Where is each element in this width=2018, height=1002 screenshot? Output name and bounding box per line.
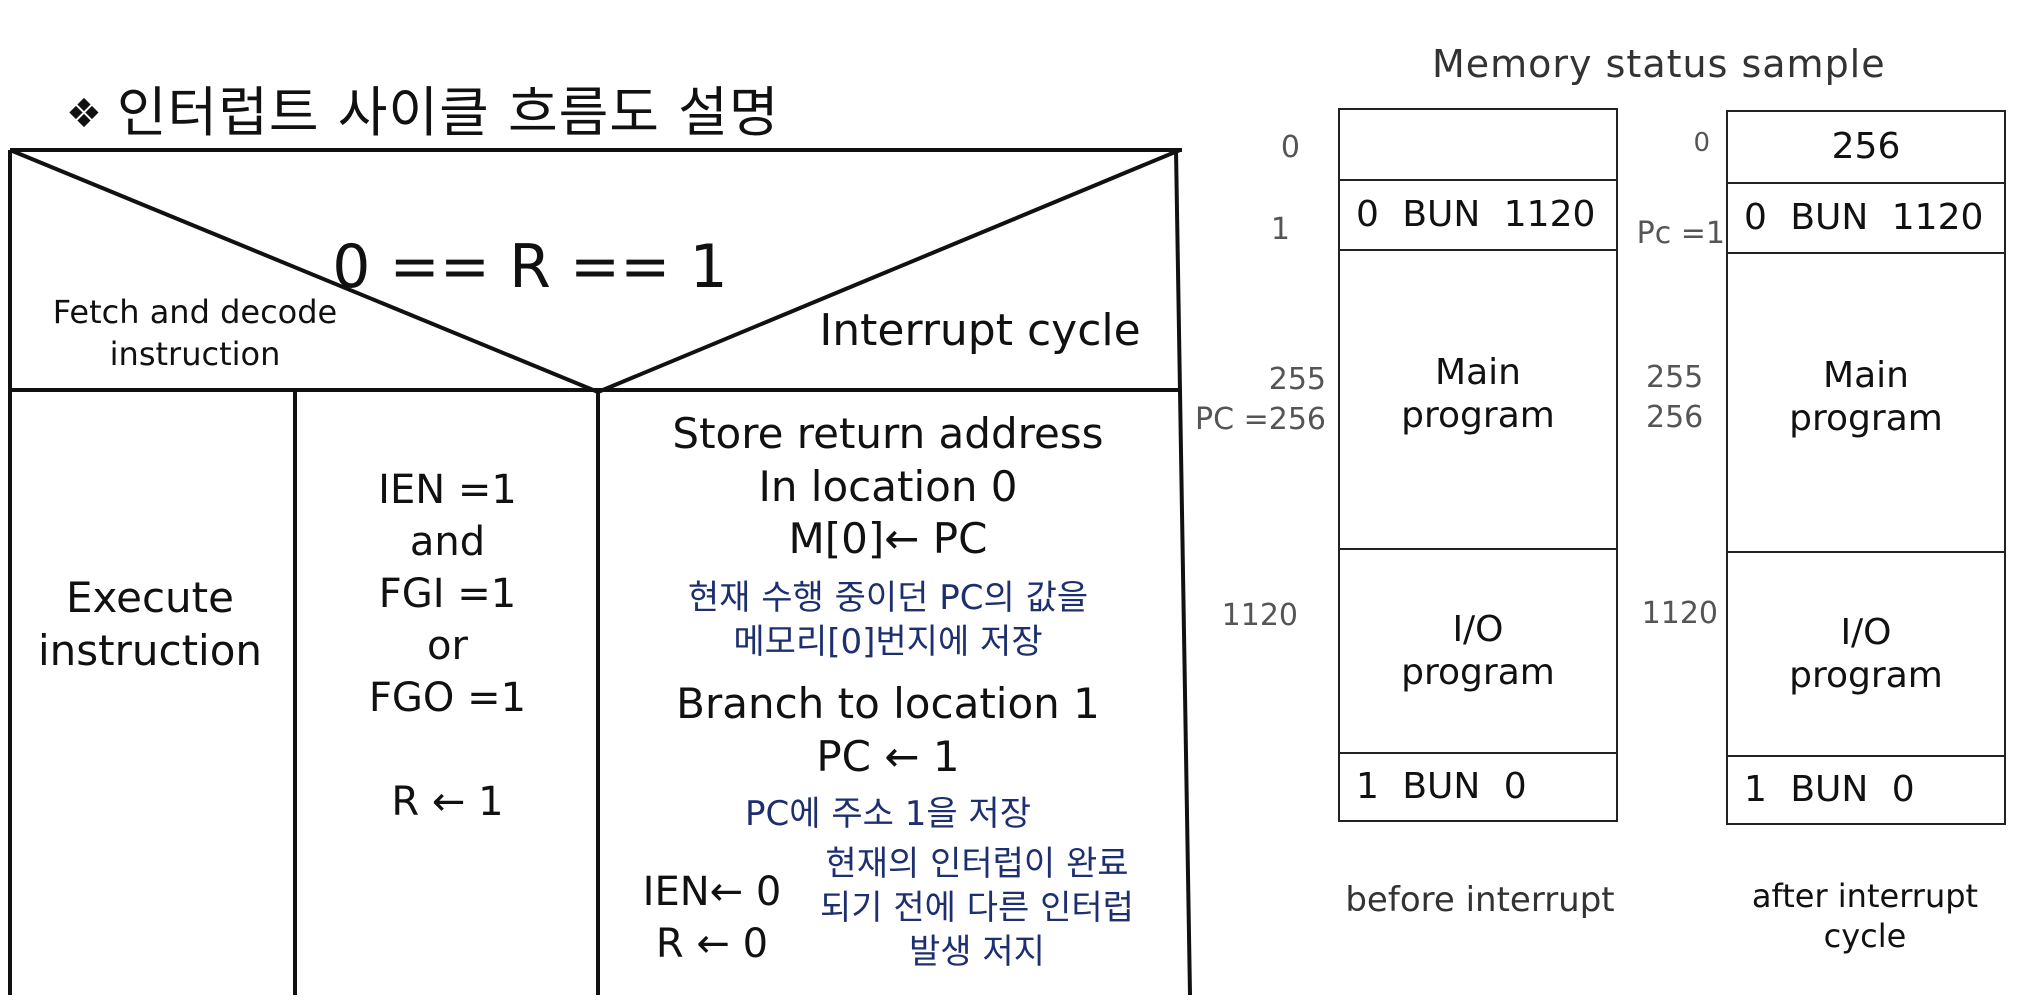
main-program-block-after: Main program xyxy=(1726,252,2006,553)
main-program-block: Main program xyxy=(1338,249,1618,550)
io-program-block-after: I/O program xyxy=(1726,551,2006,757)
diamond-bullet-icon: ❖ xyxy=(66,91,103,137)
memory-title: Memory status sample xyxy=(1432,42,1886,86)
address-255-after: 255 xyxy=(1646,360,1704,395)
address-0: 0 xyxy=(1280,130,1300,165)
store-return-note: 현재 수행 중이던 PC의 값을 메모리[0]번지에 저장 xyxy=(687,578,1089,663)
address-1: 1 xyxy=(1270,212,1290,247)
condition-label: 0 == R == 1 xyxy=(332,232,728,302)
reset-flags-note: 현재의 인터럽이 완료 되기 전에 다른 인터럽 발생 저지 xyxy=(820,844,1134,973)
memory-cell-0-after: 256 xyxy=(1726,110,2006,184)
address-pc-256: PC =256 xyxy=(1195,402,1326,437)
memory-cell-1120-last-after: 1 BUN 0 xyxy=(1726,755,2006,825)
memory-cell-1-after: 0 BUN 1120 xyxy=(1726,182,2006,254)
interrupt-condition-block: IEN =1 and FGI =1 or FGO =1 R ← 1 xyxy=(368,467,527,825)
address-1120-after: 1120 xyxy=(1641,596,1718,631)
address-pc-1-after: Pc =1 xyxy=(1636,216,1725,251)
branch-to-location: Branch to location 1 PC ← 1 xyxy=(676,679,1100,781)
execute-instruction-label: Execute instruction xyxy=(37,573,263,675)
io-program-block: I/O program xyxy=(1338,548,1618,754)
fetch-decode-label: Fetch and decode instruction xyxy=(52,293,338,373)
store-return-address: Store return address In location 0 M[0]←… xyxy=(672,409,1104,563)
branch-note: PC에 주소 1을 저장 xyxy=(745,794,1031,834)
address-0-after: 0 xyxy=(1693,128,1710,158)
address-1120: 1120 xyxy=(1221,598,1298,633)
before-interrupt-caption: before interrupt xyxy=(1345,880,1615,920)
interrupt-cycle-label: Interrupt cycle xyxy=(819,305,1141,356)
after-interrupt-caption: after interrupt cycle xyxy=(1751,877,1979,955)
memory-cell-1120-last: 1 BUN 0 xyxy=(1338,752,1618,822)
reset-flags-label: IEN← 0 R ← 0 xyxy=(642,869,782,967)
memory-cell-1: 0 BUN 1120 xyxy=(1338,179,1618,251)
section-heading: ❖ 인터럽트 사이클 흐름도 설명 xyxy=(66,68,780,147)
address-256-after: 256 xyxy=(1646,400,1704,435)
memory-cell-0 xyxy=(1338,108,1618,181)
heading-text: 인터럽트 사이클 흐름도 설명 xyxy=(116,81,780,144)
address-255: 255 xyxy=(1268,362,1326,397)
